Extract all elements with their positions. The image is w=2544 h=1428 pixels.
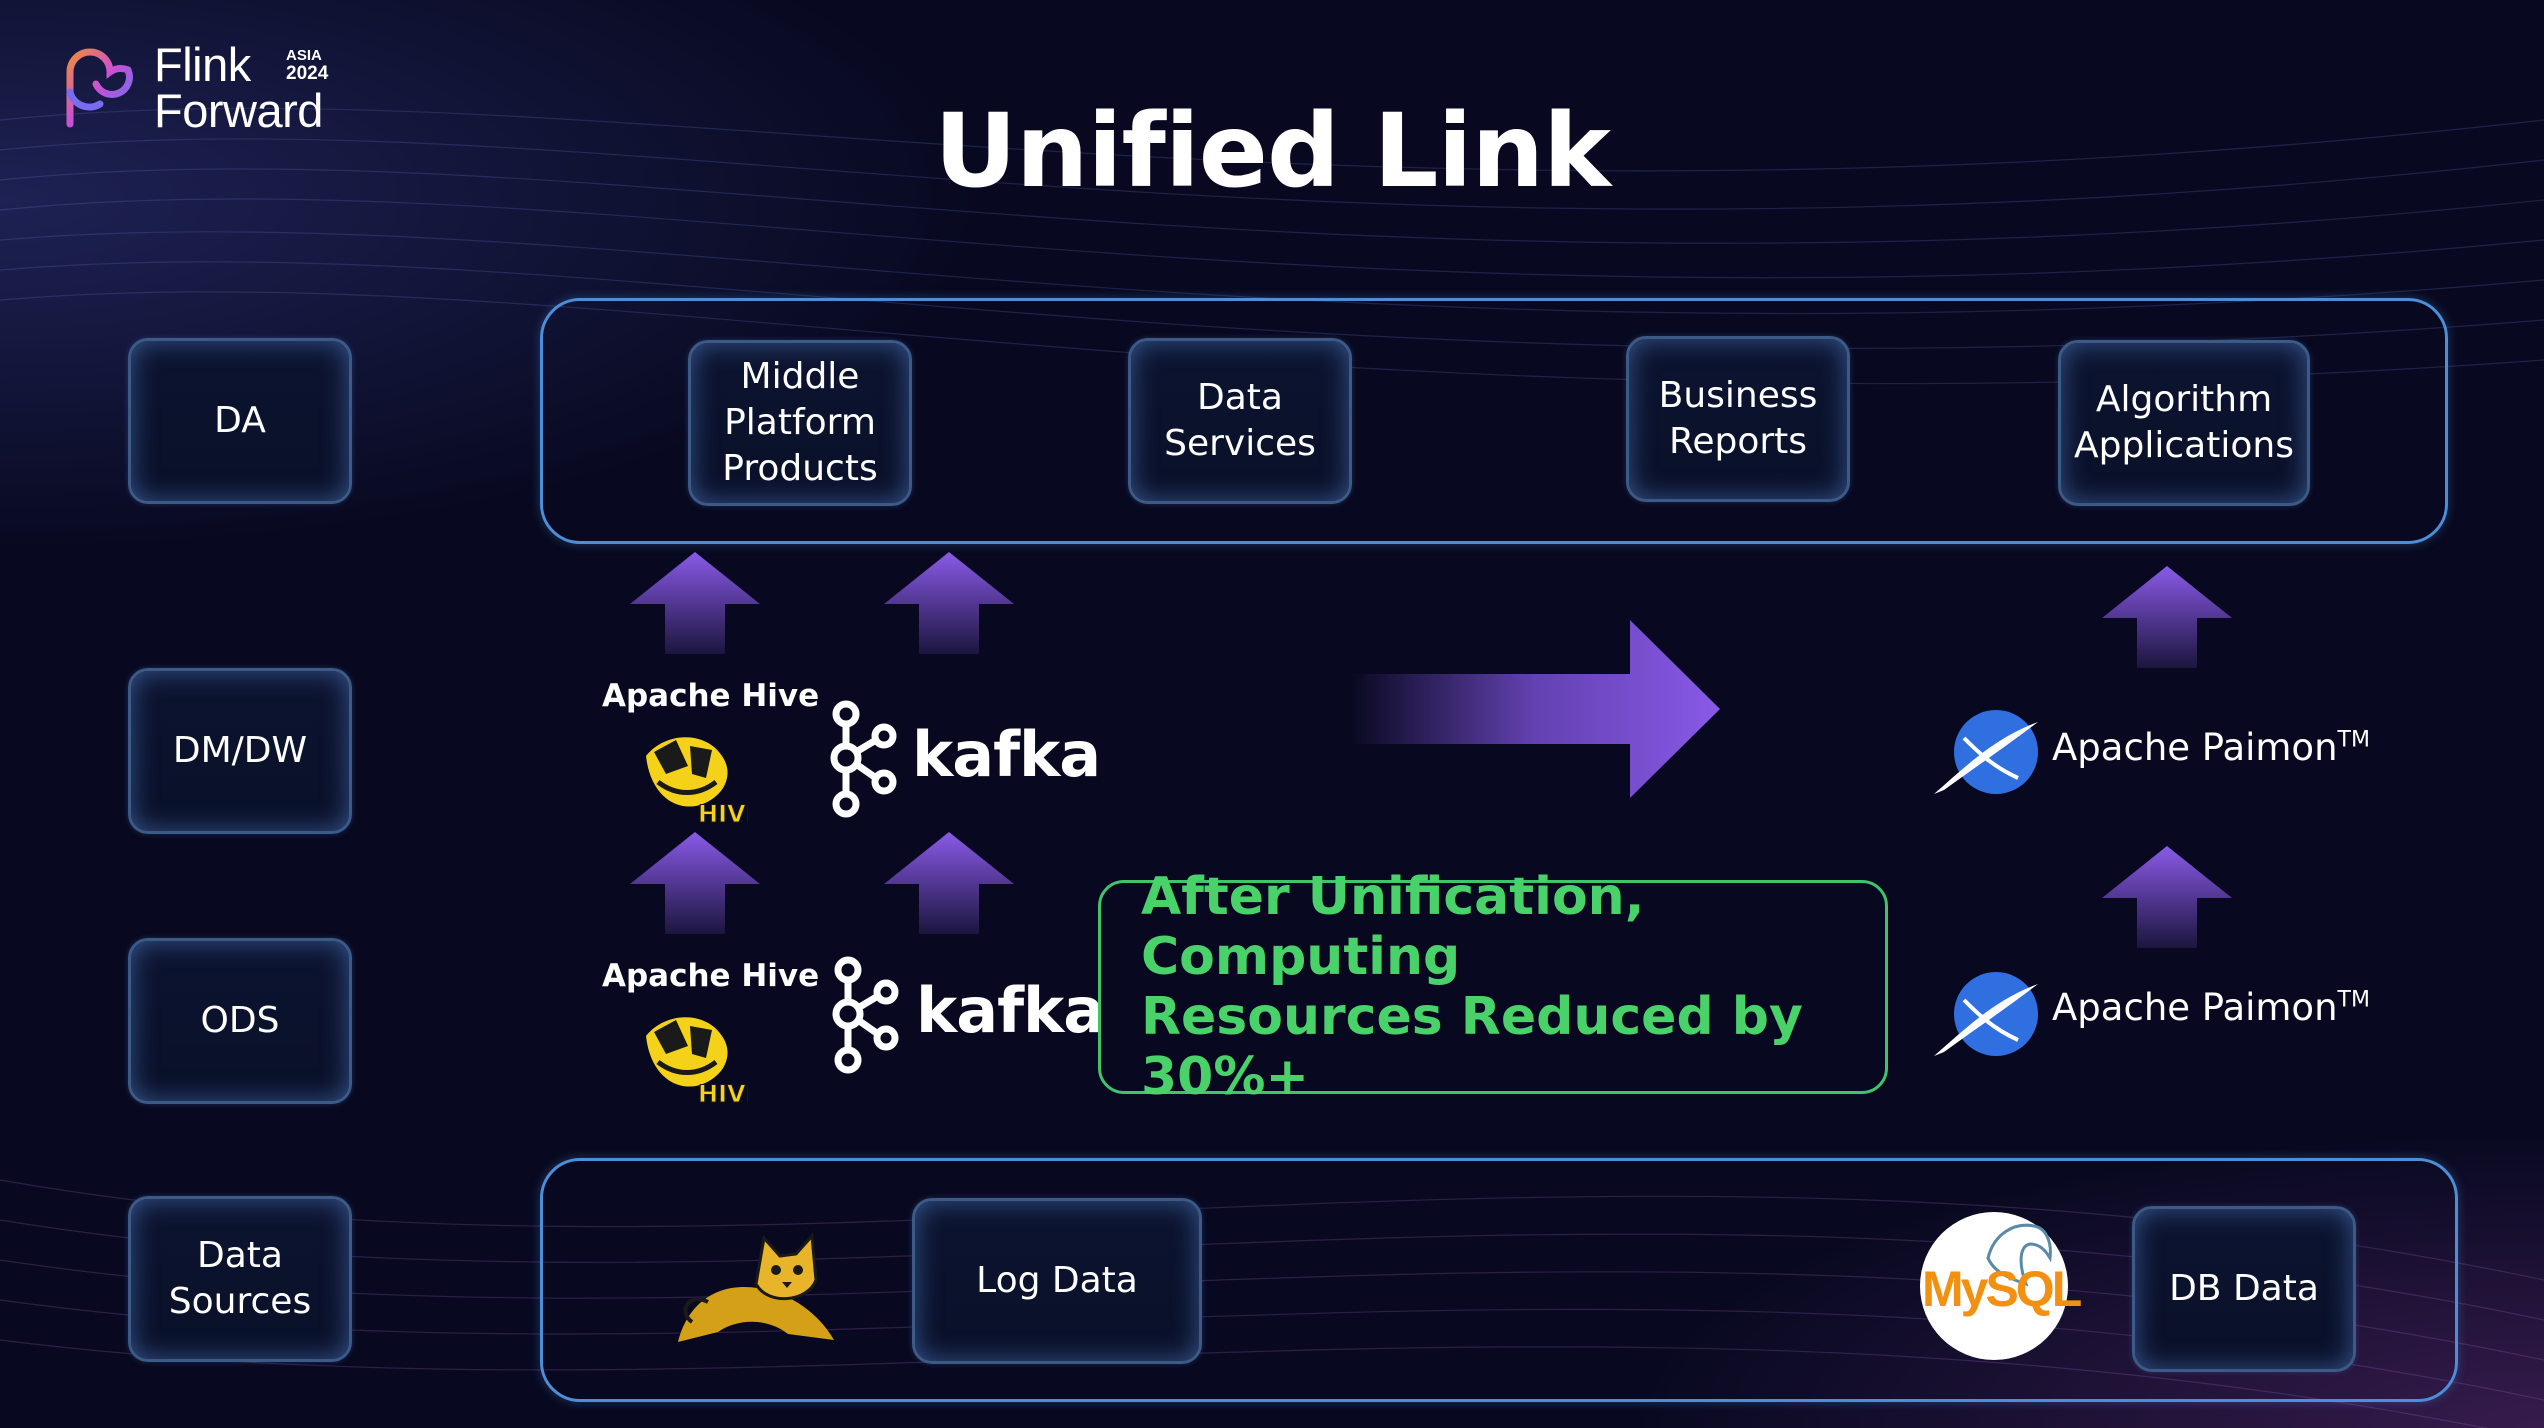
mysql-logo: MySQL	[1920, 1212, 2082, 1360]
layer-ods: ODS	[128, 938, 352, 1104]
business-reports: Business Reports	[1626, 336, 1850, 502]
hive-bee-icon: HIVE	[646, 1017, 748, 1106]
layer-dm-dw: DM/DW	[128, 668, 352, 834]
data-sources-frame	[540, 1158, 2458, 1402]
flink-forward-logo: Flink Forward ASIA 2024	[62, 38, 362, 137]
middle-platform-products: Middle Platform Products	[688, 340, 912, 506]
up-arrow-kafka-top	[884, 552, 1014, 654]
hive-label-bottom: Apache Hive	[602, 958, 820, 994]
up-arrow-paimon-bottom	[2102, 846, 2232, 948]
callout-line1: After Unification, Computing	[1141, 867, 1645, 987]
up-arrow-kafka-bottom	[884, 832, 1014, 934]
logo-line1: Flink	[154, 38, 251, 91]
mysql-wordmark: MySQL	[1922, 1260, 2082, 1318]
paimon-icon-bottom	[1934, 972, 2038, 1056]
hive-label-top: Apache Hive	[602, 678, 820, 714]
logo-wordmark: Flink Forward	[154, 38, 323, 137]
tomcat-icon	[678, 1232, 834, 1342]
logo-badge-top: ASIA	[286, 47, 322, 64]
up-arrow-hive-bottom	[630, 832, 760, 934]
svg-text:HIVE: HIVE	[698, 1080, 748, 1106]
slide-title: Unified Link	[934, 92, 1611, 211]
paimon-icon-top	[1934, 710, 2038, 794]
logo-line2: Forward	[154, 84, 323, 137]
paimon-wordmark-top: Apache PaimonTM	[2052, 726, 2370, 769]
applications-frame	[540, 298, 2448, 544]
paimon-name-bottom: Apache Paimon	[2052, 986, 2338, 1029]
flink-forward-logo-icon	[66, 48, 133, 128]
kafka-wordmark-top: kafka	[912, 718, 1101, 791]
layer-data-sources: Data Sources	[128, 1196, 352, 1362]
up-arrow-hive-top	[630, 552, 760, 654]
data-services: Data Services	[1128, 338, 1352, 504]
paimon-wordmark-bottom: Apache PaimonTM	[2052, 986, 2370, 1029]
layer-da: DA	[128, 338, 352, 504]
migration-arrow	[1350, 620, 1720, 798]
svg-text:HIVE: HIVE	[698, 800, 748, 826]
logo-badge-year: 2024	[286, 63, 329, 84]
log-data: Log Data	[912, 1198, 1202, 1364]
up-arrow-paimon-top	[2102, 566, 2232, 668]
algorithm-applications: Algorithm Applications	[2058, 340, 2310, 506]
mysql-wordmark-text: MySQL	[1922, 1261, 2082, 1317]
logo-badge: ASIA 2024	[286, 48, 328, 84]
hive-bee-icon: HIVE	[646, 737, 748, 826]
mysql-dolphin-icon	[1986, 1223, 2052, 1287]
kafka-wordmark-bottom: kafka	[916, 974, 1105, 1047]
paimon-tm-bottom: TM	[2337, 987, 2370, 1013]
paimon-tm-top: TM	[2337, 727, 2370, 753]
db-data: DB Data	[2132, 1206, 2356, 1372]
unification-callout: After Unification, Computing Resources R…	[1098, 867, 1888, 1107]
kafka-icon-bottom	[832, 956, 899, 1074]
kafka-icon-top	[830, 700, 897, 818]
callout-line2: Resources Reduced by 30%+	[1141, 987, 1803, 1107]
paimon-name-top: Apache Paimon	[2052, 726, 2338, 769]
